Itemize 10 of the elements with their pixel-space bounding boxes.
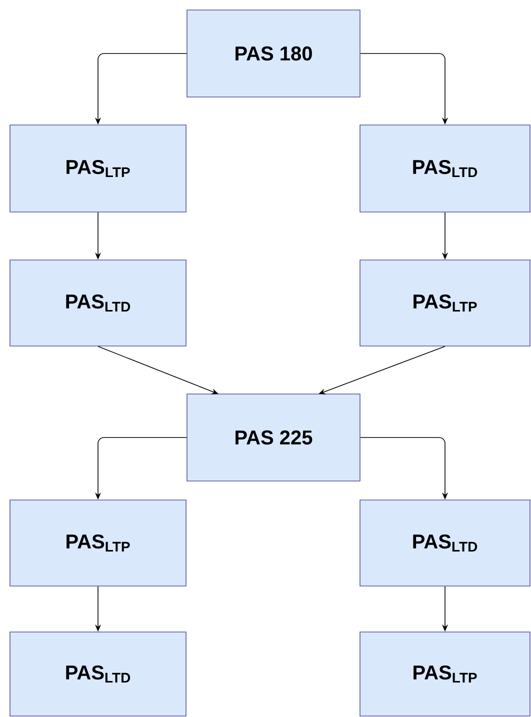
process-box: PAS$_{LTP}$ xyxy=(360,260,530,346)
process-box: PAS$_{LTP}$ xyxy=(10,124,186,212)
process-box: PAS 225 xyxy=(186,394,360,482)
process-box: PAS$_{LTP}$ xyxy=(360,632,530,716)
process-box: PAS$_{LTD}$ xyxy=(10,632,186,716)
process-box: PAS$_{LTD}$ xyxy=(360,124,530,212)
process-box: PAS 180 xyxy=(186,10,360,98)
process-box: PAS$_{LTD}$ xyxy=(10,260,186,346)
process-box: PAS$_{LTD}$ xyxy=(360,500,530,586)
process-box: PAS$_{LTP}$ xyxy=(10,500,186,586)
